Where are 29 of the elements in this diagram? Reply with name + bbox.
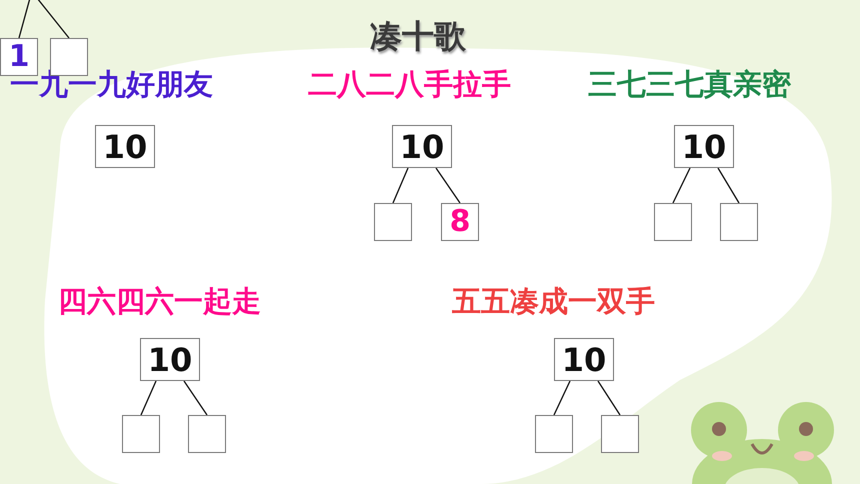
- answer-box: [122, 415, 160, 453]
- number-box: 10: [95, 125, 155, 168]
- connector-line: [18, 0, 31, 38]
- answer-box: [654, 203, 692, 241]
- title: 凑十歌: [370, 20, 466, 52]
- number-box: 1: [0, 38, 38, 76]
- number-box: 10: [554, 338, 614, 381]
- answer-box: [188, 415, 226, 453]
- connector-line: [553, 380, 571, 416]
- connector-line: [435, 168, 461, 204]
- rhyme-text: 四六四六一起走: [58, 287, 261, 316]
- connector-line: [597, 380, 621, 416]
- answer-box: [374, 203, 412, 241]
- number-box: 10: [674, 125, 734, 168]
- connector-line: [36, 0, 70, 38]
- connector-line: [672, 168, 691, 204]
- number-box: 10: [392, 125, 452, 168]
- number-box: 8: [441, 203, 479, 241]
- rhyme-text: 三七三七真亲密: [588, 70, 791, 99]
- rhyme-text: 二八二八手拉手: [308, 70, 511, 99]
- connector-line: [183, 380, 208, 416]
- connector-line: [392, 168, 409, 204]
- answer-box: [720, 203, 758, 241]
- answer-box: [535, 415, 573, 453]
- answer-box: [601, 415, 639, 453]
- number-box: 10: [140, 338, 200, 381]
- connector-line: [717, 168, 740, 204]
- connector-line: [140, 380, 157, 416]
- rhyme-text: 五五凑成一双手: [452, 287, 655, 316]
